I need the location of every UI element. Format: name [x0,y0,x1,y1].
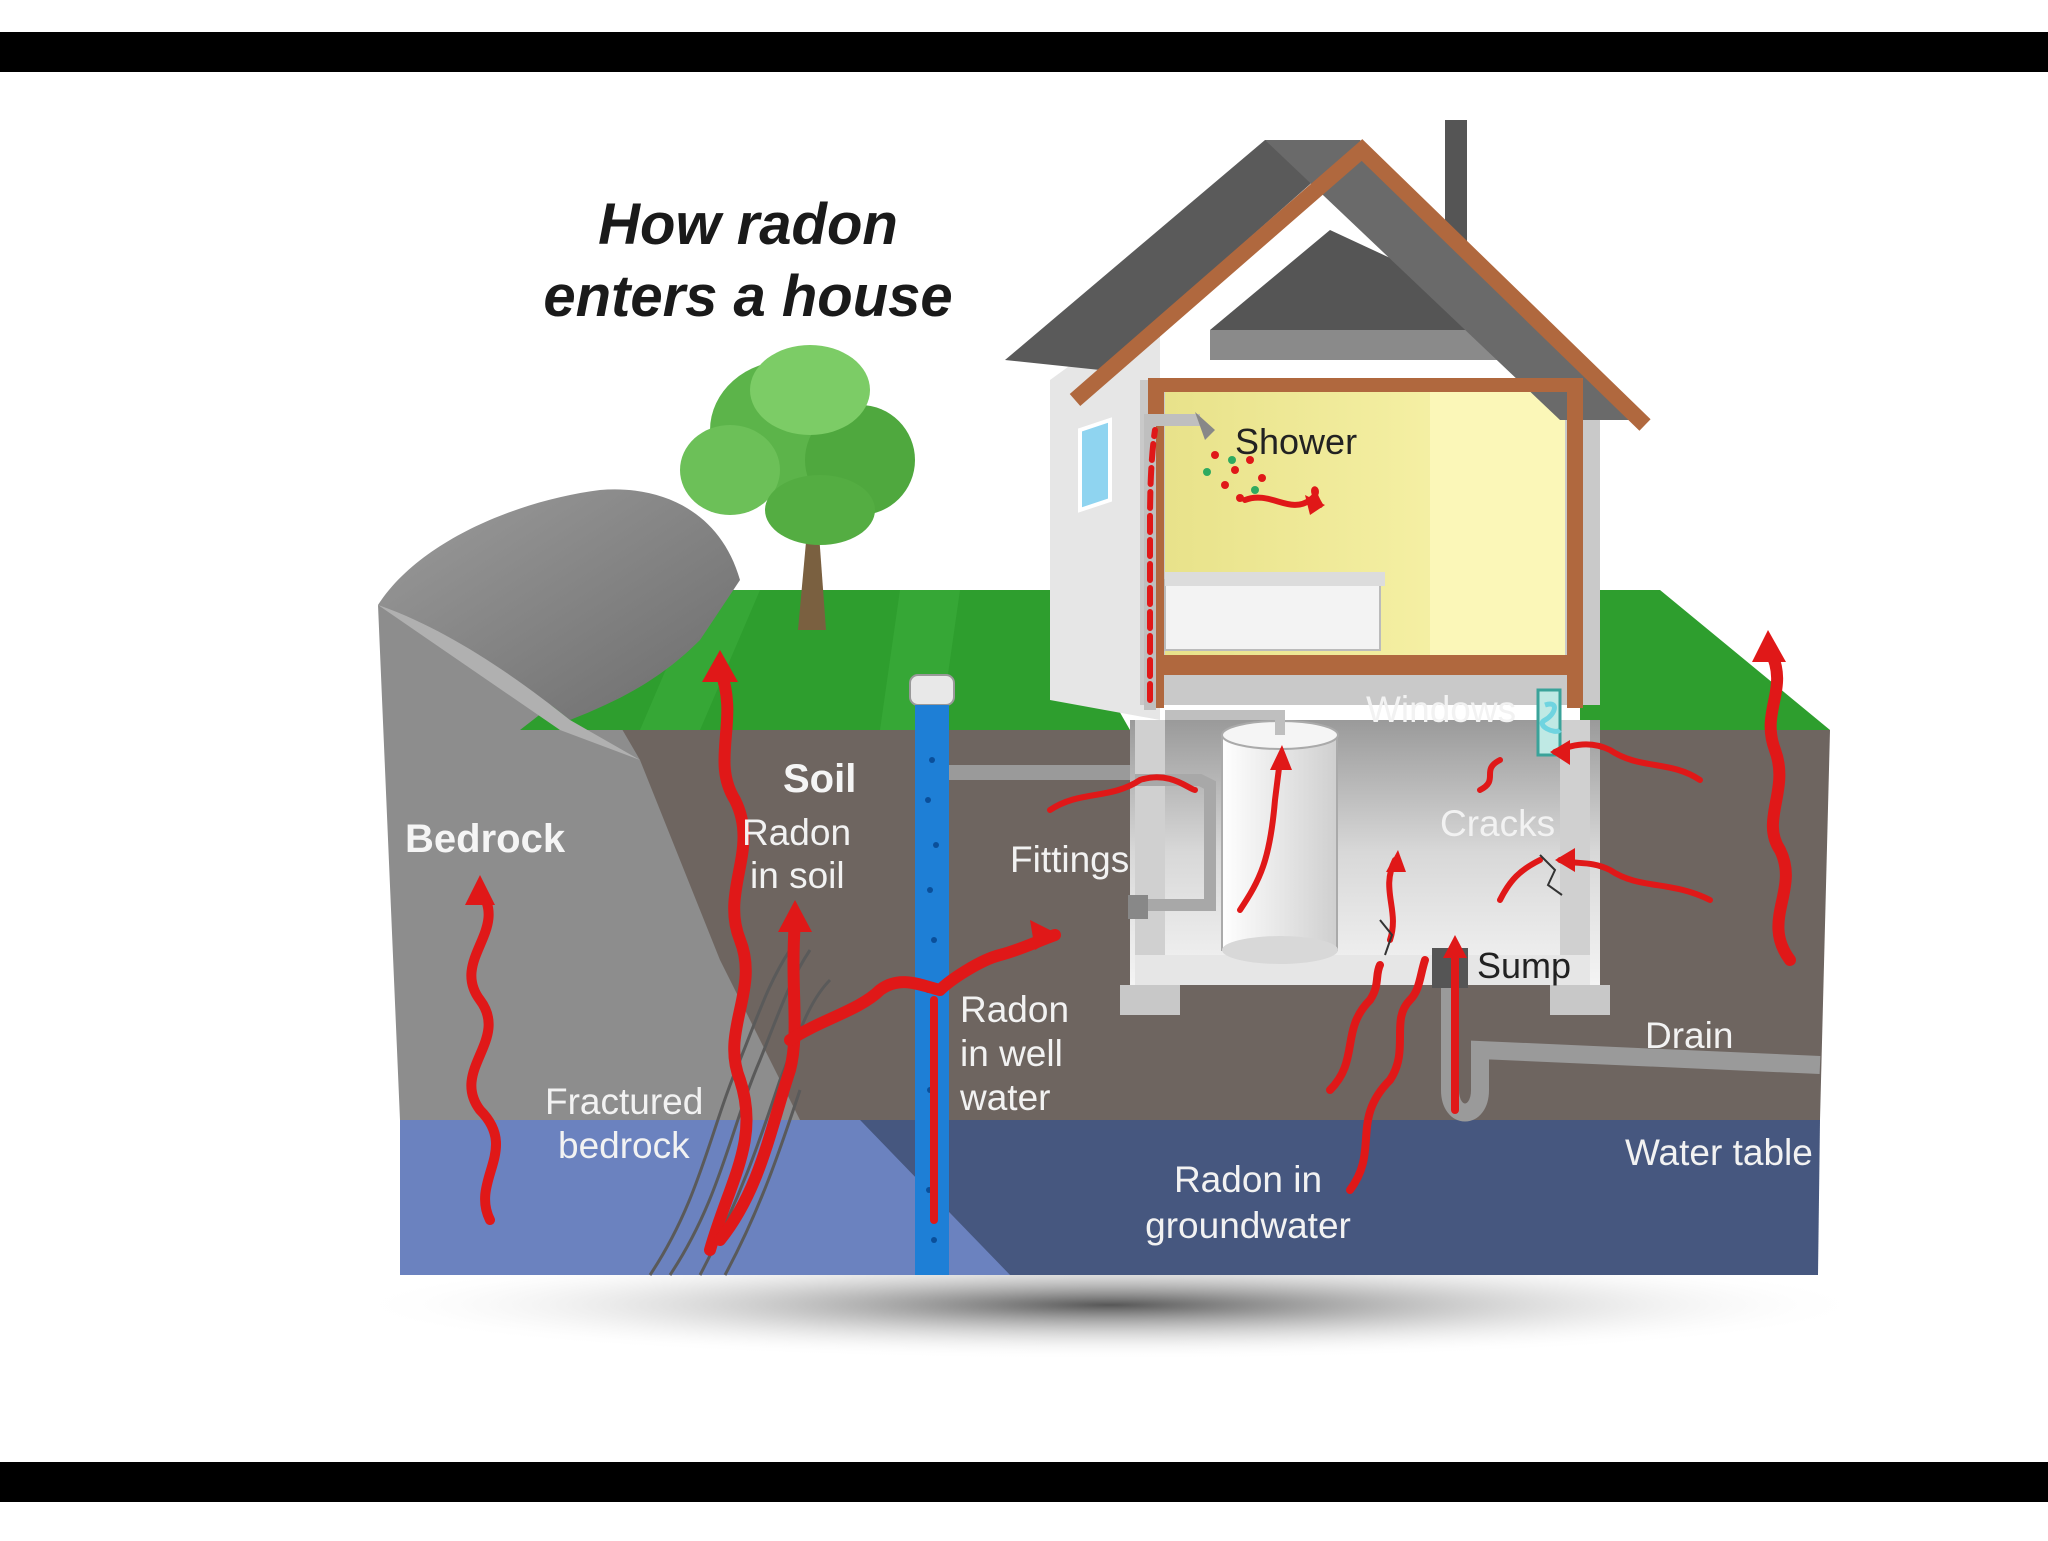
well-cap [909,674,955,706]
label-shower: Shower [1235,421,1357,462]
roof-trim [1069,139,1651,431]
shower-droplets [1203,451,1266,502]
arrowhead-right-soil [1752,630,1786,662]
label-radon-in-soil-1: Radon [742,812,851,853]
label-radon-in-well-water-1: Radon [960,989,1069,1030]
label-cracks: Cracks [1440,803,1555,844]
label-soil: Soil [783,757,856,801]
roof-left [1005,140,1360,370]
label-fittings: Fittings [1010,839,1129,880]
frame-ceiling [1148,378,1583,392]
sump-pipe [1441,955,1821,1122]
label-radon-in-groundwater-1: Radon in [1174,1159,1322,1200]
radon-arrow-windows [1552,741,1703,783]
arrowhead-shower [1305,495,1325,515]
grass-surface-right [1580,590,1830,730]
rock-outcrop [378,489,740,720]
diagram-title-line2: enters a house [543,264,952,329]
bathtub [1164,579,1381,651]
arrowhead-floor-crack [1386,850,1406,872]
arrowhead-bedrock [465,875,495,905]
fittings-valve [1128,895,1148,919]
label-radon-in-groundwater-2: groundwater [1145,1205,1351,1246]
tank-feed-pipe [1165,710,1285,735]
label-radon-in-well-water-2: in well [960,1033,1063,1074]
radon-arrow-fractured [784,929,1061,1046]
radon-arrow-groundwater-2 [1326,961,1384,1094]
radon-arrow-cracks-1 [1557,857,1713,903]
crack-marks [1379,854,1563,956]
arrowhead-sump [1443,935,1467,958]
bathtub-rim [1165,572,1385,586]
side-window [1078,417,1112,513]
footing-left [1120,985,1180,1015]
frame-floor [1148,655,1583,675]
label-water-table: Water table [1625,1132,1813,1173]
shower-head [1195,412,1215,440]
arrowhead-soil-left [702,650,738,682]
foundation-left-wall [1135,720,1165,985]
rock-outcrop-face [378,605,640,760]
label-fractured-bedrock-1: Fractured [545,1081,703,1122]
radon-arrow-right-soil [1764,644,1796,966]
radon-arrow-soil-right [714,914,801,1246]
label-radon-in-soil-2: in soil [750,855,845,896]
bathroom-side-light [1430,390,1565,655]
label-bedrock: Bedrock [405,817,566,861]
house-side-wall [1050,300,1160,720]
bedrock-lower [400,1120,1010,1275]
radon-arrowheads [465,495,1786,958]
radon-arrow-tank [1237,757,1283,913]
radon-arrow-soil-left [704,664,753,1256]
tree [680,345,915,630]
label-sump: Sump [1477,945,1571,986]
roof-right [1265,140,1650,420]
basement-floor [1135,955,1590,985]
ground-shadow [350,1250,1870,1360]
radon-arrow-cracks-3 [1477,757,1503,793]
arrowhead-soil-right [778,900,812,932]
house [1005,120,1821,1122]
bottom-letterbox-bar [0,1462,2048,1502]
frame-right [1567,378,1583,708]
bedrock-layer [378,605,860,1120]
radon-paths [466,427,1796,1256]
footing-right [1550,985,1610,1015]
arrowhead-cracks [1555,848,1575,872]
windows-leak-icon [1539,701,1562,734]
radon-arrow-groundwater [1346,956,1429,1194]
top-letterbox-bar [0,32,2048,72]
arrowhead-windows [1550,740,1570,765]
radon-arrow-shower-pipe [1147,427,1158,703]
radon-arrow-fittings [1047,774,1198,813]
label-radon-in-well-water-3: water [959,1077,1050,1118]
arrowhead-fractured [1030,920,1060,950]
radon-arrow-cracks-2 [1497,857,1543,903]
label-fractured-bedrock-2: bedrock [558,1125,690,1166]
arrowhead-tank [1270,745,1292,770]
label-drain: Drain [1645,1015,1733,1056]
radon-arrow-bedrock [466,885,502,1225]
diagram-title-line1: How radon [598,192,898,257]
grass-stripe [640,590,760,730]
label-windows: Windows [1366,689,1516,730]
